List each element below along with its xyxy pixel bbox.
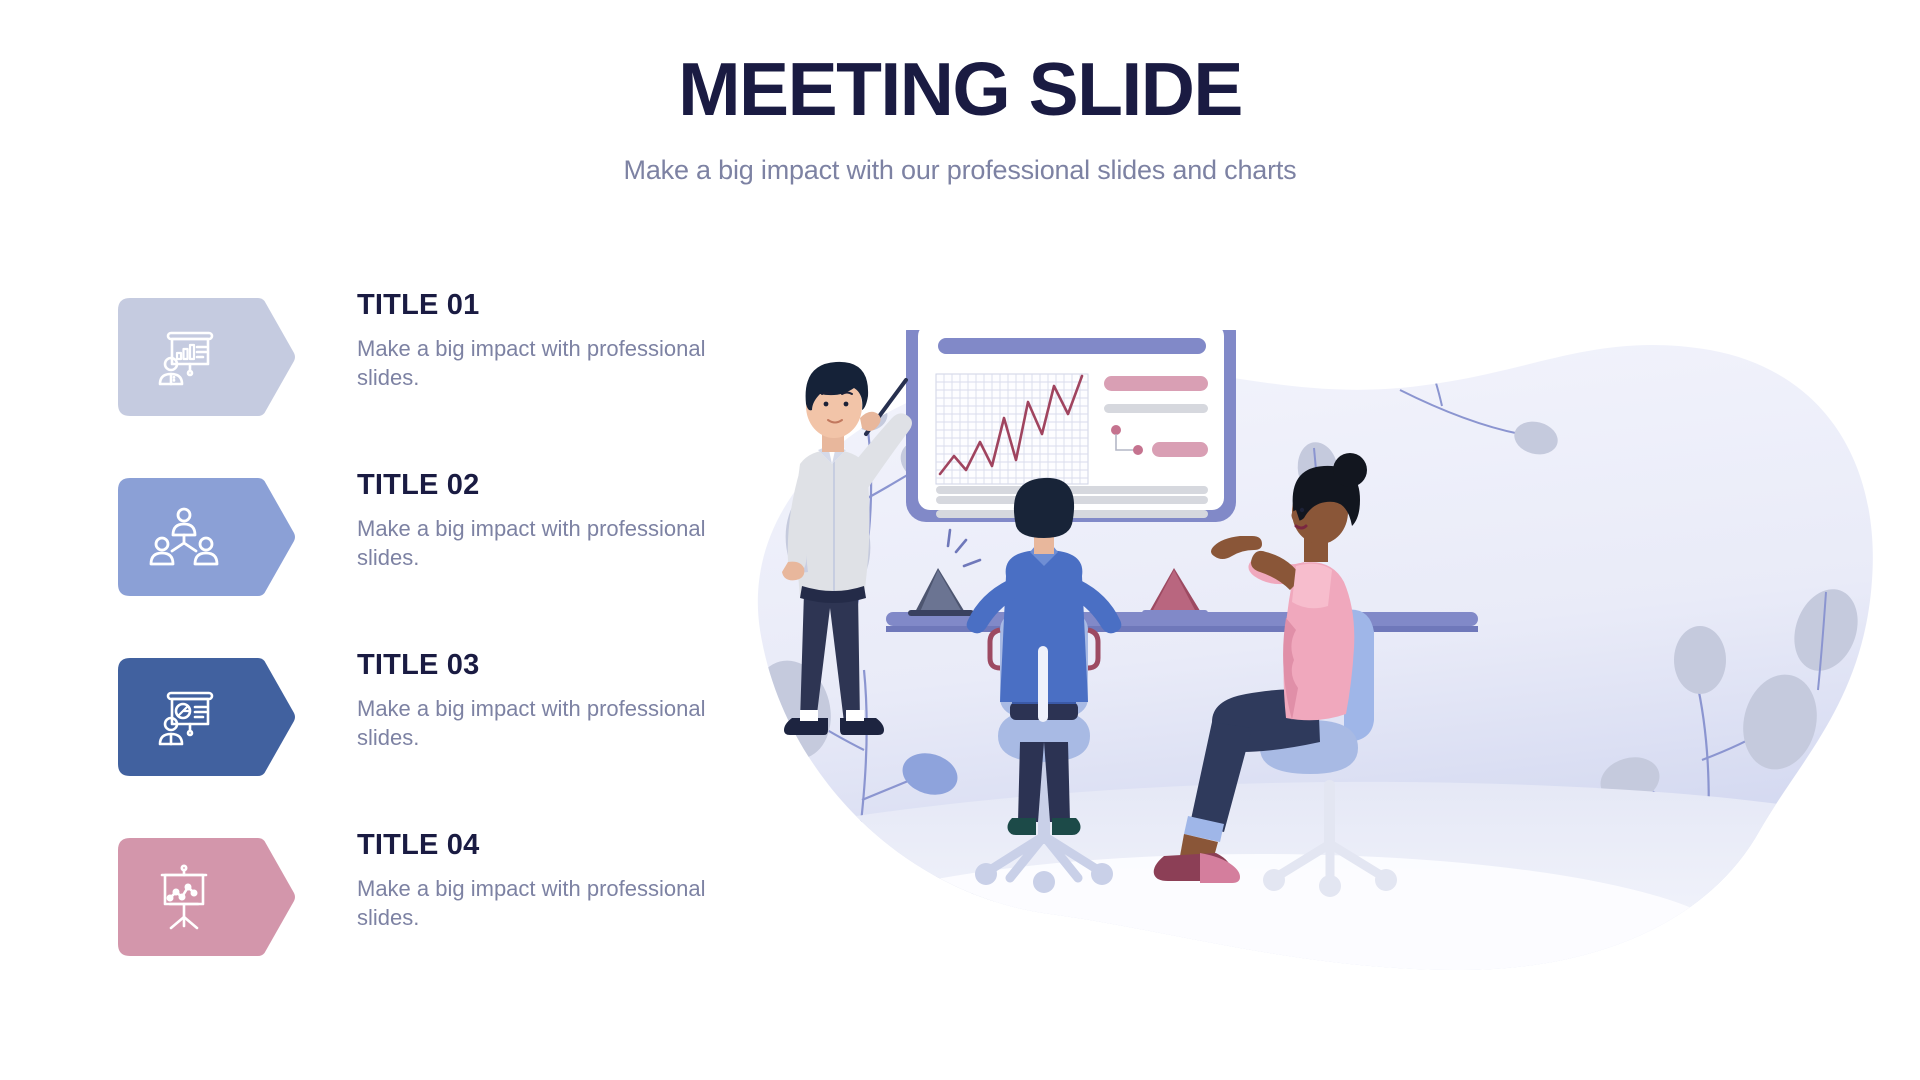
chair-base-right [1263,839,1397,897]
slide-header: MEETING SLIDE Make a big impact with our… [0,52,1920,186]
icon-card-03[interactable] [118,658,298,776]
chart-line [938,374,1084,476]
business-meeting-illustration [700,330,1880,990]
page-subtitle: Make a big impact with our professional … [623,155,1297,185]
icon-card-04[interactable] [118,838,298,956]
icon-card-02[interactable] [118,478,298,596]
screen-content-bars [1104,376,1208,457]
list-item[interactable]: TITLE 02 Make a big impact with professi… [118,469,758,596]
feature-description: Make a big impact with professional slid… [357,515,706,570]
icon-card-01[interactable] [118,298,298,416]
presentation-bar-chart-icon [148,322,220,394]
seated-colleague-gesturing [1153,453,1397,897]
feature-description: Make a big impact with professional slid… [357,335,706,390]
feature-text-04: TITLE 04 Make a big impact with professi… [357,829,757,932]
feature-description: Make a big impact with professional slid… [357,875,706,930]
list-item[interactable]: TITLE 03 Make a big impact with professi… [118,649,758,776]
chair-base [975,831,1113,893]
laptop-left [908,528,982,616]
feature-title: TITLE 02 [357,469,480,501]
team-hierarchy-icon [148,502,220,574]
laptop-right [1142,568,1208,616]
feature-title: TITLE 04 [357,829,480,861]
feature-title: TITLE 01 [357,289,480,321]
feature-text-01: TITLE 01 Make a big impact with professi… [357,289,757,392]
list-item[interactable]: TITLE 04 Make a big impact with professi… [118,829,758,956]
seated-colleague-back [966,477,1122,893]
chart-grid [935,373,1089,485]
feature-title: TITLE 03 [357,649,480,681]
presentation-pie-chart-icon [148,682,220,754]
presenter-standing [782,361,912,735]
whiteboard-screen [906,330,1236,522]
easel-line-chart-icon [148,862,220,934]
page-title: MEETING SLIDE [678,47,1243,131]
feature-description: Make a big impact with professional slid… [357,695,706,750]
list-item[interactable]: TITLE 01 Make a big impact with professi… [118,289,758,416]
feature-text-03: TITLE 03 Make a big impact with professi… [357,649,757,752]
feature-list: TITLE 01 Make a big impact with professi… [118,289,758,956]
feature-text-02: TITLE 02 Make a big impact with professi… [357,469,757,572]
